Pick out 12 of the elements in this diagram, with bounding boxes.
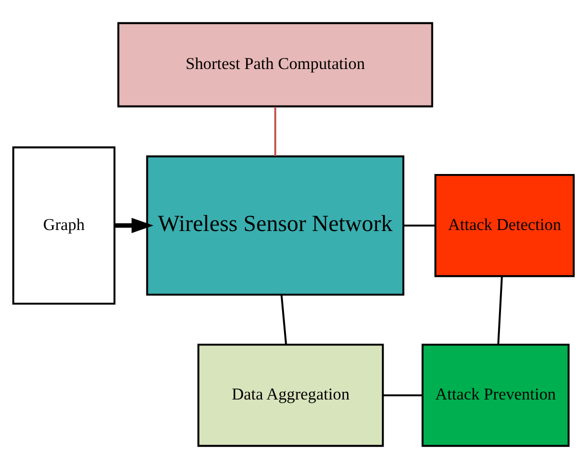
node-box: Graph (12, 146, 116, 304)
connector (404, 224, 436, 226)
arrow (114, 217, 154, 233)
connector (280, 294, 288, 344)
connector (383, 394, 422, 396)
node-box: Attack Prevention (422, 343, 570, 446)
connector (497, 276, 503, 344)
connector (274, 106, 276, 156)
node-box: Wireless Sensor Network (146, 154, 404, 296)
node-box: Attack Detection (434, 173, 575, 277)
node-box: Data Aggregation (197, 343, 384, 446)
node-box: Shortest Path Computation (117, 22, 434, 107)
